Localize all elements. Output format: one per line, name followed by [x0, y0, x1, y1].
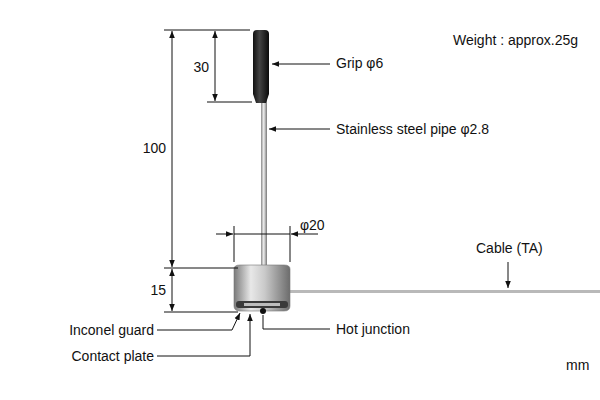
weight-note: Weight : approx.25g — [453, 32, 578, 48]
dimension-value: φ20 — [300, 217, 325, 233]
part-label: Grip φ6 — [336, 55, 383, 71]
steel-pipe — [261, 100, 267, 268]
inconel-guard — [236, 301, 288, 308]
part-label: Inconel guard — [69, 322, 154, 338]
part-label: Stainless steel pipe φ2.8 — [336, 121, 489, 137]
contact-plate — [244, 303, 280, 306]
part-label: Hot junction — [336, 321, 410, 337]
dimension-value: 100 — [143, 140, 166, 156]
unit-note: mm — [566, 357, 589, 373]
part-label: Contact plate — [72, 348, 155, 364]
part-label: Cable (TA) — [476, 240, 543, 256]
cable — [288, 290, 600, 293]
leader-lines — [157, 64, 508, 356]
probe-head — [234, 265, 290, 311]
grip — [253, 30, 269, 103]
dimension-lines — [164, 30, 318, 312]
dimension-value: 30 — [193, 59, 209, 75]
hot-junction — [260, 308, 266, 314]
dimension-value: 15 — [150, 282, 166, 298]
